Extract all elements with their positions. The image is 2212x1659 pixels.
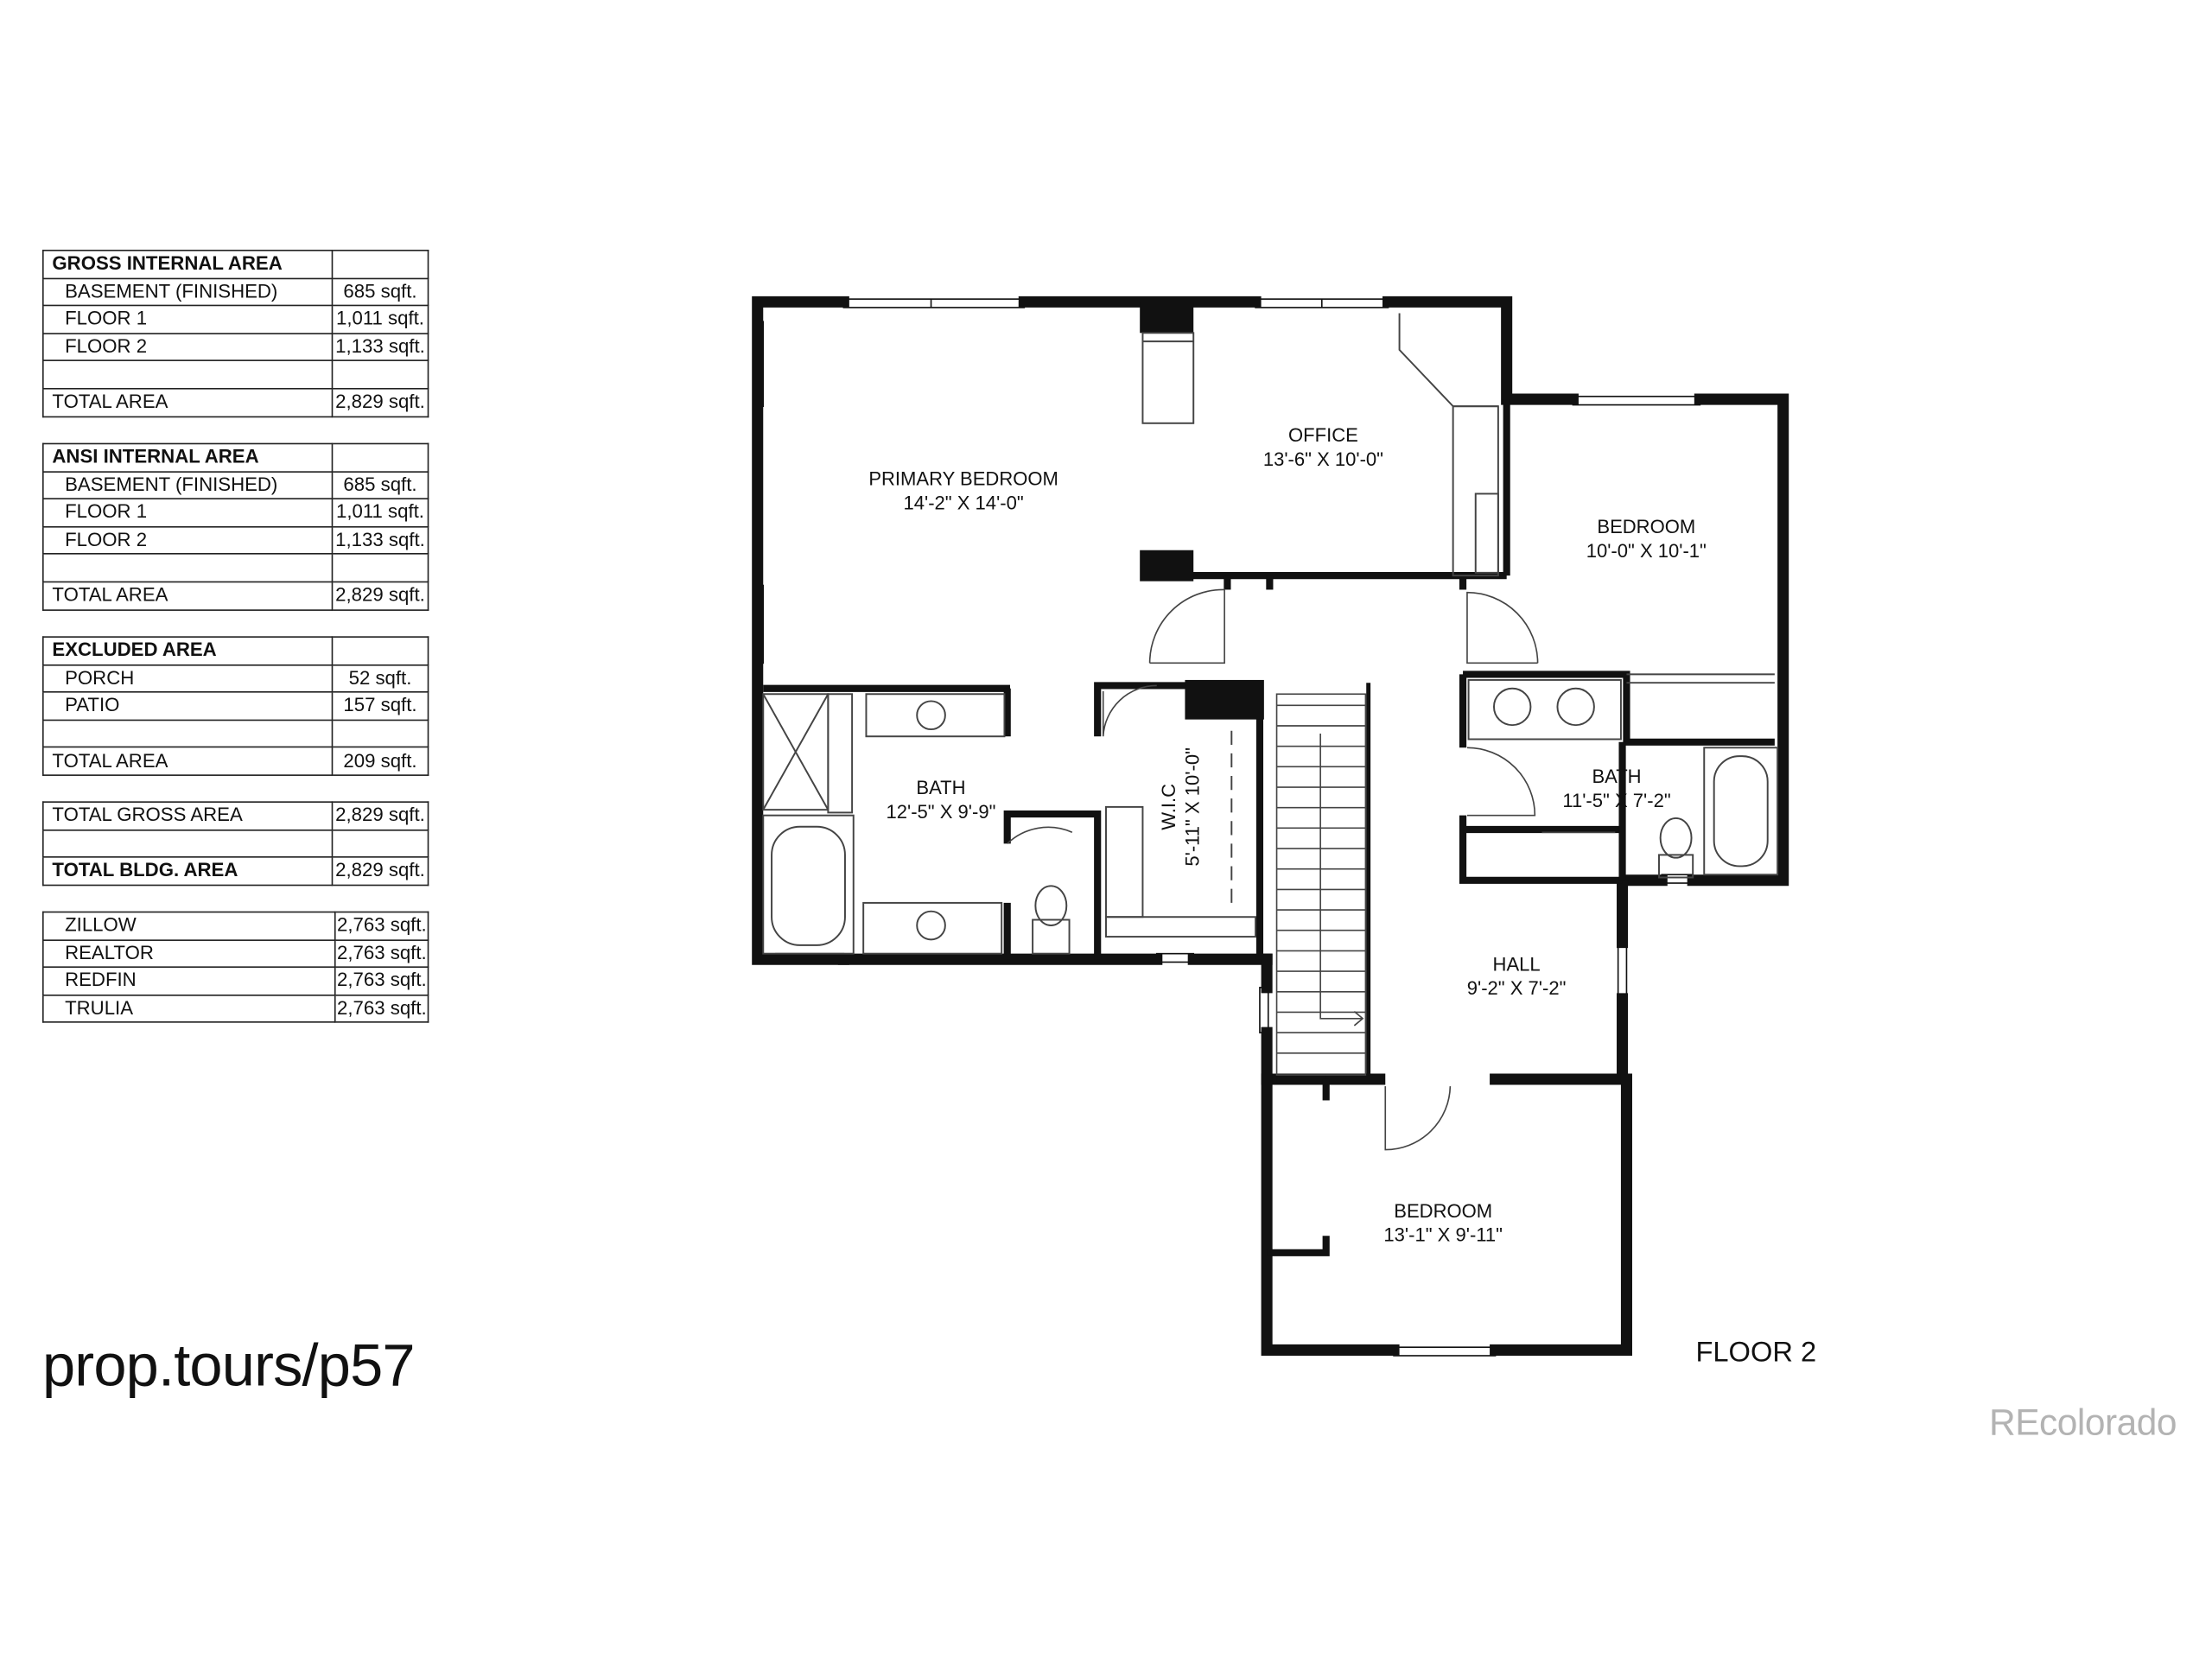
area-label: ANSI INTERNAL AREA: [41, 442, 334, 473]
area-value: 52 sqft.: [331, 664, 429, 693]
area-table-row: [41, 553, 429, 583]
area-table-row: [41, 829, 429, 858]
room-name-office: OFFICE: [1288, 424, 1358, 446]
area-label: REALTOR: [41, 938, 337, 969]
area-value: [331, 359, 429, 390]
area-value: 2,829 sqft.: [331, 801, 429, 830]
area-value: 685 sqft.: [331, 470, 429, 500]
room-dims-wic: 5'-11" X 10'-0": [1182, 747, 1204, 867]
room-dims-bath-hall: 11'-5" X 7'-2": [1562, 790, 1670, 811]
room-labels: PRIMARY BEDROOM 14'-2" X 14'-0" OFFICE 1…: [868, 424, 1707, 1246]
area-value: [331, 719, 429, 748]
area-value: [331, 829, 429, 858]
room-name-wic: W.I.C: [1158, 784, 1179, 830]
area-value: 685 sqft.: [331, 276, 429, 307]
area-label: BASEMENT (FINISHED): [41, 470, 334, 500]
area-label: FLOOR 1: [41, 304, 334, 334]
area-value: 2,829 sqft.: [331, 856, 429, 886]
pillars: [1140, 302, 1264, 720]
area-value: [331, 442, 429, 473]
tour-url-text: prop.tours/p57: [41, 1332, 416, 1398]
area-label: TRULIA: [41, 994, 337, 1024]
area-table-row: [41, 719, 429, 748]
area-label: ZILLOW: [41, 911, 337, 941]
walls: [752, 296, 1789, 1356]
staircase: [1275, 683, 1371, 1076]
fixtures: [762, 313, 1779, 955]
area-table-row: BASEMENT (FINISHED)685 sqft.: [41, 470, 429, 500]
doors: [1007, 588, 1616, 1151]
area-value: [331, 636, 429, 665]
area-value: 209 sqft.: [331, 747, 429, 776]
area-value: 1,133 sqft.: [331, 332, 429, 362]
area-label: TOTAL AREA: [41, 581, 334, 611]
area-table-row: [41, 359, 429, 390]
area-table-row: GROSS INTERNAL AREA: [41, 249, 429, 279]
room-dims-primary-bedroom: 14'-2" X 14'-0": [904, 492, 1024, 513]
recolorado-watermark: REcolorado: [1989, 1401, 2177, 1444]
floor-label: FLOOR 2: [1695, 1337, 1817, 1369]
room-name-bath-primary: BATH: [916, 777, 965, 798]
area-value: [331, 249, 429, 279]
area-label: TOTAL AREA: [41, 747, 334, 776]
area-table-row: ANSI INTERNAL AREA: [41, 442, 429, 473]
room-dims-office: 13'-6" X 10'-0": [1263, 448, 1383, 470]
area-value: 2,763 sqft.: [334, 911, 429, 941]
area-label: TOTAL AREA: [41, 387, 334, 417]
area-label: FLOOR 2: [41, 332, 334, 362]
room-name-bedroom-south: BEDROOM: [1394, 1200, 1492, 1222]
area-value: 2,829 sqft.: [331, 581, 429, 611]
area-value: 2,763 sqft.: [334, 938, 429, 969]
area-table-row: EXCLUDED AREA: [41, 636, 429, 665]
room-dims-bedroom-east: 10'-0" X 10'-1": [1586, 540, 1707, 562]
area-value: 2,829 sqft.: [331, 387, 429, 417]
area-value: 2,763 sqft.: [334, 994, 429, 1024]
area-label: GROSS INTERNAL AREA: [41, 249, 334, 279]
room-dims-hall: 9'-2" X 7'-2": [1467, 977, 1567, 999]
area-label: FLOOR 2: [41, 525, 334, 556]
area-label: [41, 719, 334, 748]
stair-arrow: [1319, 733, 1364, 1027]
room-name-bath-hall: BATH: [1592, 766, 1641, 787]
area-label: FLOOR 1: [41, 498, 334, 528]
area-value: [331, 553, 429, 583]
room-name-bedroom-east: BEDROOM: [1597, 516, 1695, 537]
wic-label: W.I.C 5'-11" X 10'-0": [1158, 747, 1204, 867]
room-name-hall: HALL: [1493, 953, 1541, 975]
room-dims-bedroom-south: 13'-1" X 9'-11": [1383, 1224, 1503, 1246]
area-label: [41, 829, 334, 858]
area-label: TOTAL BLDG. AREA: [41, 856, 334, 886]
area-value: 1,011 sqft.: [331, 498, 429, 528]
area-label: [41, 553, 334, 583]
room-name-primary-bedroom: PRIMARY BEDROOM: [868, 468, 1058, 490]
area-label: PATIO: [41, 691, 334, 721]
area-value: 1,133 sqft.: [331, 525, 429, 556]
area-value: 1,011 sqft.: [331, 304, 429, 334]
room-dims-bath-primary: 12'-5" X 9'-9": [887, 801, 996, 823]
area-label: EXCLUDED AREA: [41, 636, 334, 665]
area-label: PORCH: [41, 664, 334, 693]
